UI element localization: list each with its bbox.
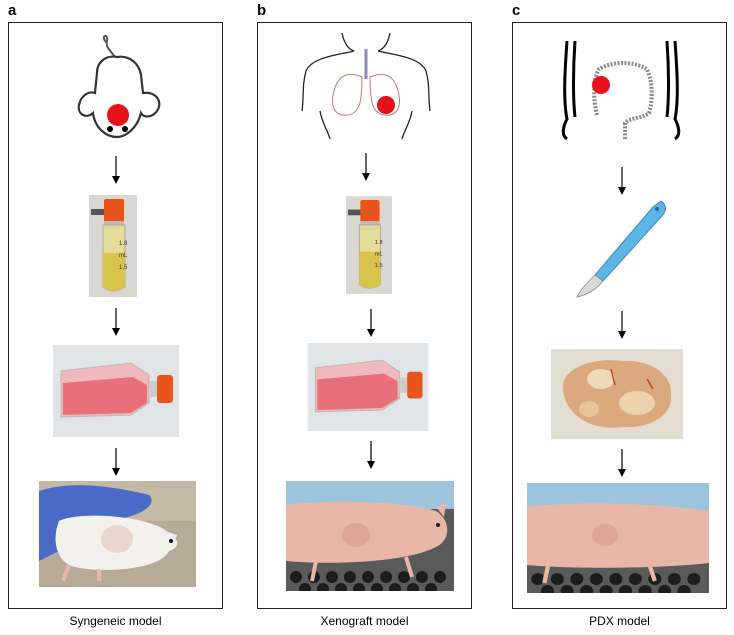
svg-text:mL: mL: [375, 252, 383, 258]
panel-b-letter: b: [257, 2, 267, 19]
human-colon-icon: [553, 39, 693, 143]
culture-flask-icon: [53, 345, 179, 437]
mouse-photo-icon: [527, 483, 709, 593]
svg-text:1.8: 1.8: [375, 240, 383, 246]
cryovial-icon: 1.8 mL 1.5: [346, 195, 392, 295]
arrow-down-icon: [618, 311, 626, 339]
culture-flask-icon: [306, 343, 430, 431]
scalpel-icon: [573, 197, 669, 301]
mouse-icon: [77, 33, 167, 145]
arrow-down-icon: [367, 441, 375, 469]
arrow-down-icon: [362, 153, 370, 181]
panel-c-caption: PDX model: [589, 614, 650, 628]
panel-a-letter: a: [8, 2, 17, 19]
panel-a: 1.8 mL 1.5: [8, 22, 223, 609]
tumor-tissue-icon: [551, 349, 683, 439]
panel-b: 1.8 mL 1.5: [257, 22, 472, 609]
cryovial-icon: 1.8 mL 1.5: [89, 195, 137, 297]
svg-text:1.8: 1.8: [119, 241, 128, 247]
human-torso-lungs-icon: [298, 31, 434, 141]
arrow-down-icon: [618, 449, 626, 477]
panel-c-letter: c: [512, 2, 521, 19]
mouse-photo-icon: [39, 481, 196, 587]
arrow-down-icon: [367, 309, 375, 337]
arrow-down-icon: [112, 448, 120, 476]
mouse-photo-icon: [286, 481, 454, 591]
svg-text:mL: mL: [119, 253, 128, 259]
svg-text:1.5: 1.5: [119, 265, 128, 271]
panel-a-caption: Syngeneic model: [69, 614, 162, 628]
panel-b-caption: Xenograft model: [320, 614, 409, 628]
arrow-down-icon: [618, 167, 626, 195]
tumor-dot: [107, 104, 129, 126]
panel-c: [512, 22, 727, 609]
arrow-down-icon: [112, 156, 120, 184]
arrow-down-icon: [112, 308, 120, 336]
svg-text:1.5: 1.5: [375, 263, 383, 269]
